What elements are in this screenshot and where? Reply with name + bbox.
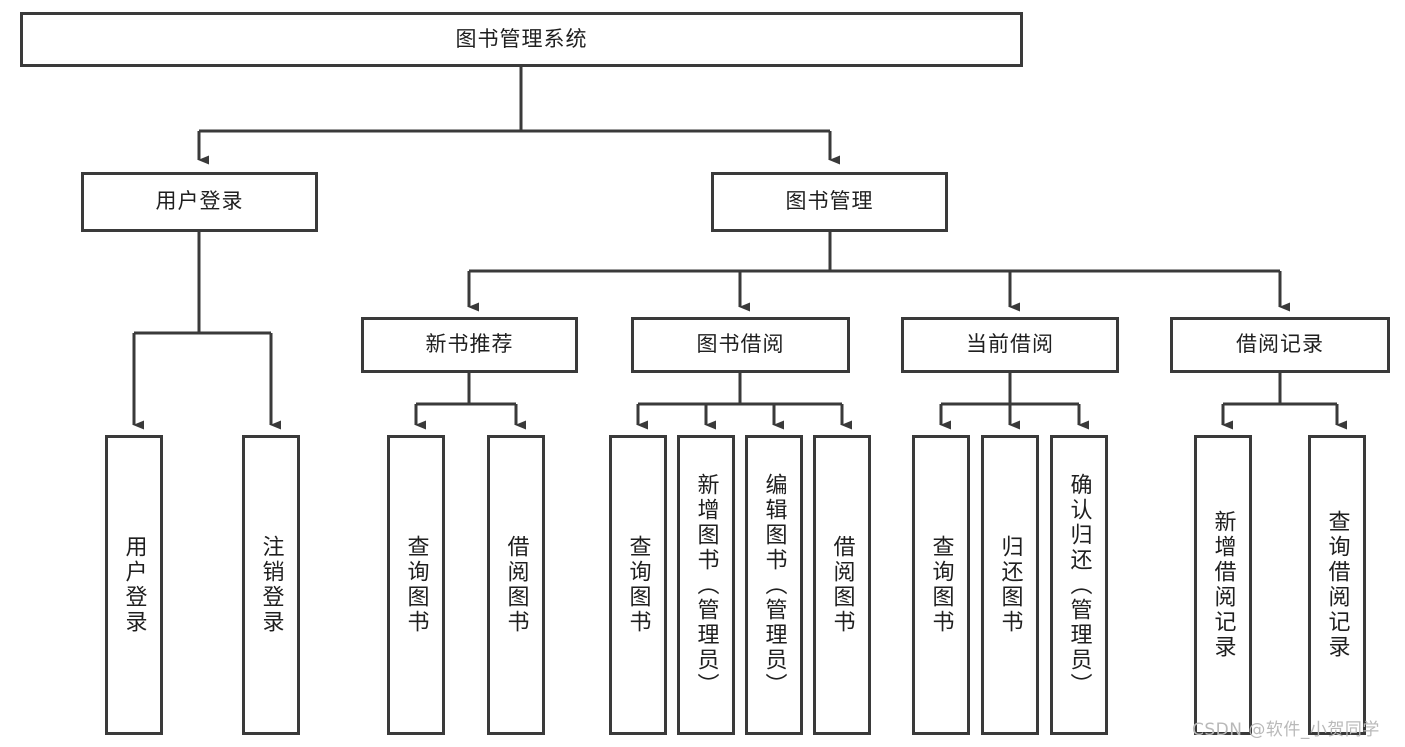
node-current-borrow[interactable]: 当前借阅 (901, 317, 1119, 373)
node-leaf-return-book[interactable]: 归还图书 (981, 435, 1039, 735)
node-leaf-confirm-return[interactable]: 确认归还（管理员） (1050, 435, 1108, 735)
node-leaf-add-record-label: 新增借阅记录 (1210, 510, 1236, 660)
node-leaf-add-book-label: 新增图书（管理员） (693, 472, 719, 698)
node-leaf-query-record[interactable]: 查询借阅记录 (1308, 435, 1366, 735)
node-leaf-query-book-2[interactable]: 查询图书 (609, 435, 667, 735)
node-leaf-confirm-return-label: 确认归还（管理员） (1066, 472, 1092, 698)
node-leaf-borrow-book-2[interactable]: 借阅图书 (813, 435, 871, 735)
node-root[interactable]: 图书管理系统 (20, 12, 1023, 67)
node-borrow-record-label: 借阅记录 (1236, 332, 1324, 357)
node-new-book-rec-label: 新书推荐 (425, 332, 514, 357)
node-leaf-query-book-3-label: 查询图书 (928, 535, 954, 635)
node-leaf-query-book-2-label: 查询图书 (625, 535, 651, 635)
node-user-login-label: 用户登录 (155, 189, 244, 214)
node-leaf-edit-book-label: 编辑图书（管理员） (761, 472, 787, 698)
node-leaf-query-book-3[interactable]: 查询图书 (912, 435, 970, 735)
node-leaf-edit-book[interactable]: 编辑图书（管理员） (745, 435, 803, 735)
node-root-label: 图书管理系统 (455, 26, 588, 51)
node-leaf-borrow-book-1-label: 借阅图书 (503, 535, 529, 635)
node-book-manage-label: 图书管理 (785, 189, 874, 214)
node-borrow-record[interactable]: 借阅记录 (1170, 317, 1390, 373)
csdn-watermark: CSDN @软件_小贺同学 (1192, 720, 1380, 740)
node-leaf-borrow-book-1[interactable]: 借阅图书 (487, 435, 545, 735)
node-leaf-query-book-1-label: 查询图书 (403, 535, 429, 635)
node-leaf-logout-label: 注销登录 (258, 535, 284, 635)
node-book-borrow[interactable]: 图书借阅 (631, 317, 850, 373)
node-leaf-user-login[interactable]: 用户登录 (105, 435, 163, 735)
node-leaf-add-record[interactable]: 新增借阅记录 (1194, 435, 1252, 735)
node-leaf-add-book[interactable]: 新增图书（管理员） (677, 435, 735, 735)
node-leaf-user-login-label: 用户登录 (121, 535, 147, 635)
node-book-borrow-label: 图书借阅 (696, 332, 785, 357)
node-user-login[interactable]: 用户登录 (81, 172, 318, 232)
node-book-manage[interactable]: 图书管理 (711, 172, 948, 232)
node-leaf-query-record-label: 查询借阅记录 (1324, 510, 1350, 660)
node-leaf-logout[interactable]: 注销登录 (242, 435, 300, 735)
node-current-borrow-label: 当前借阅 (966, 332, 1054, 357)
node-leaf-query-book-1[interactable]: 查询图书 (387, 435, 445, 735)
node-new-book-rec[interactable]: 新书推荐 (361, 317, 578, 373)
node-leaf-return-book-label: 归还图书 (997, 535, 1023, 635)
node-leaf-borrow-book-2-label: 借阅图书 (829, 535, 855, 635)
